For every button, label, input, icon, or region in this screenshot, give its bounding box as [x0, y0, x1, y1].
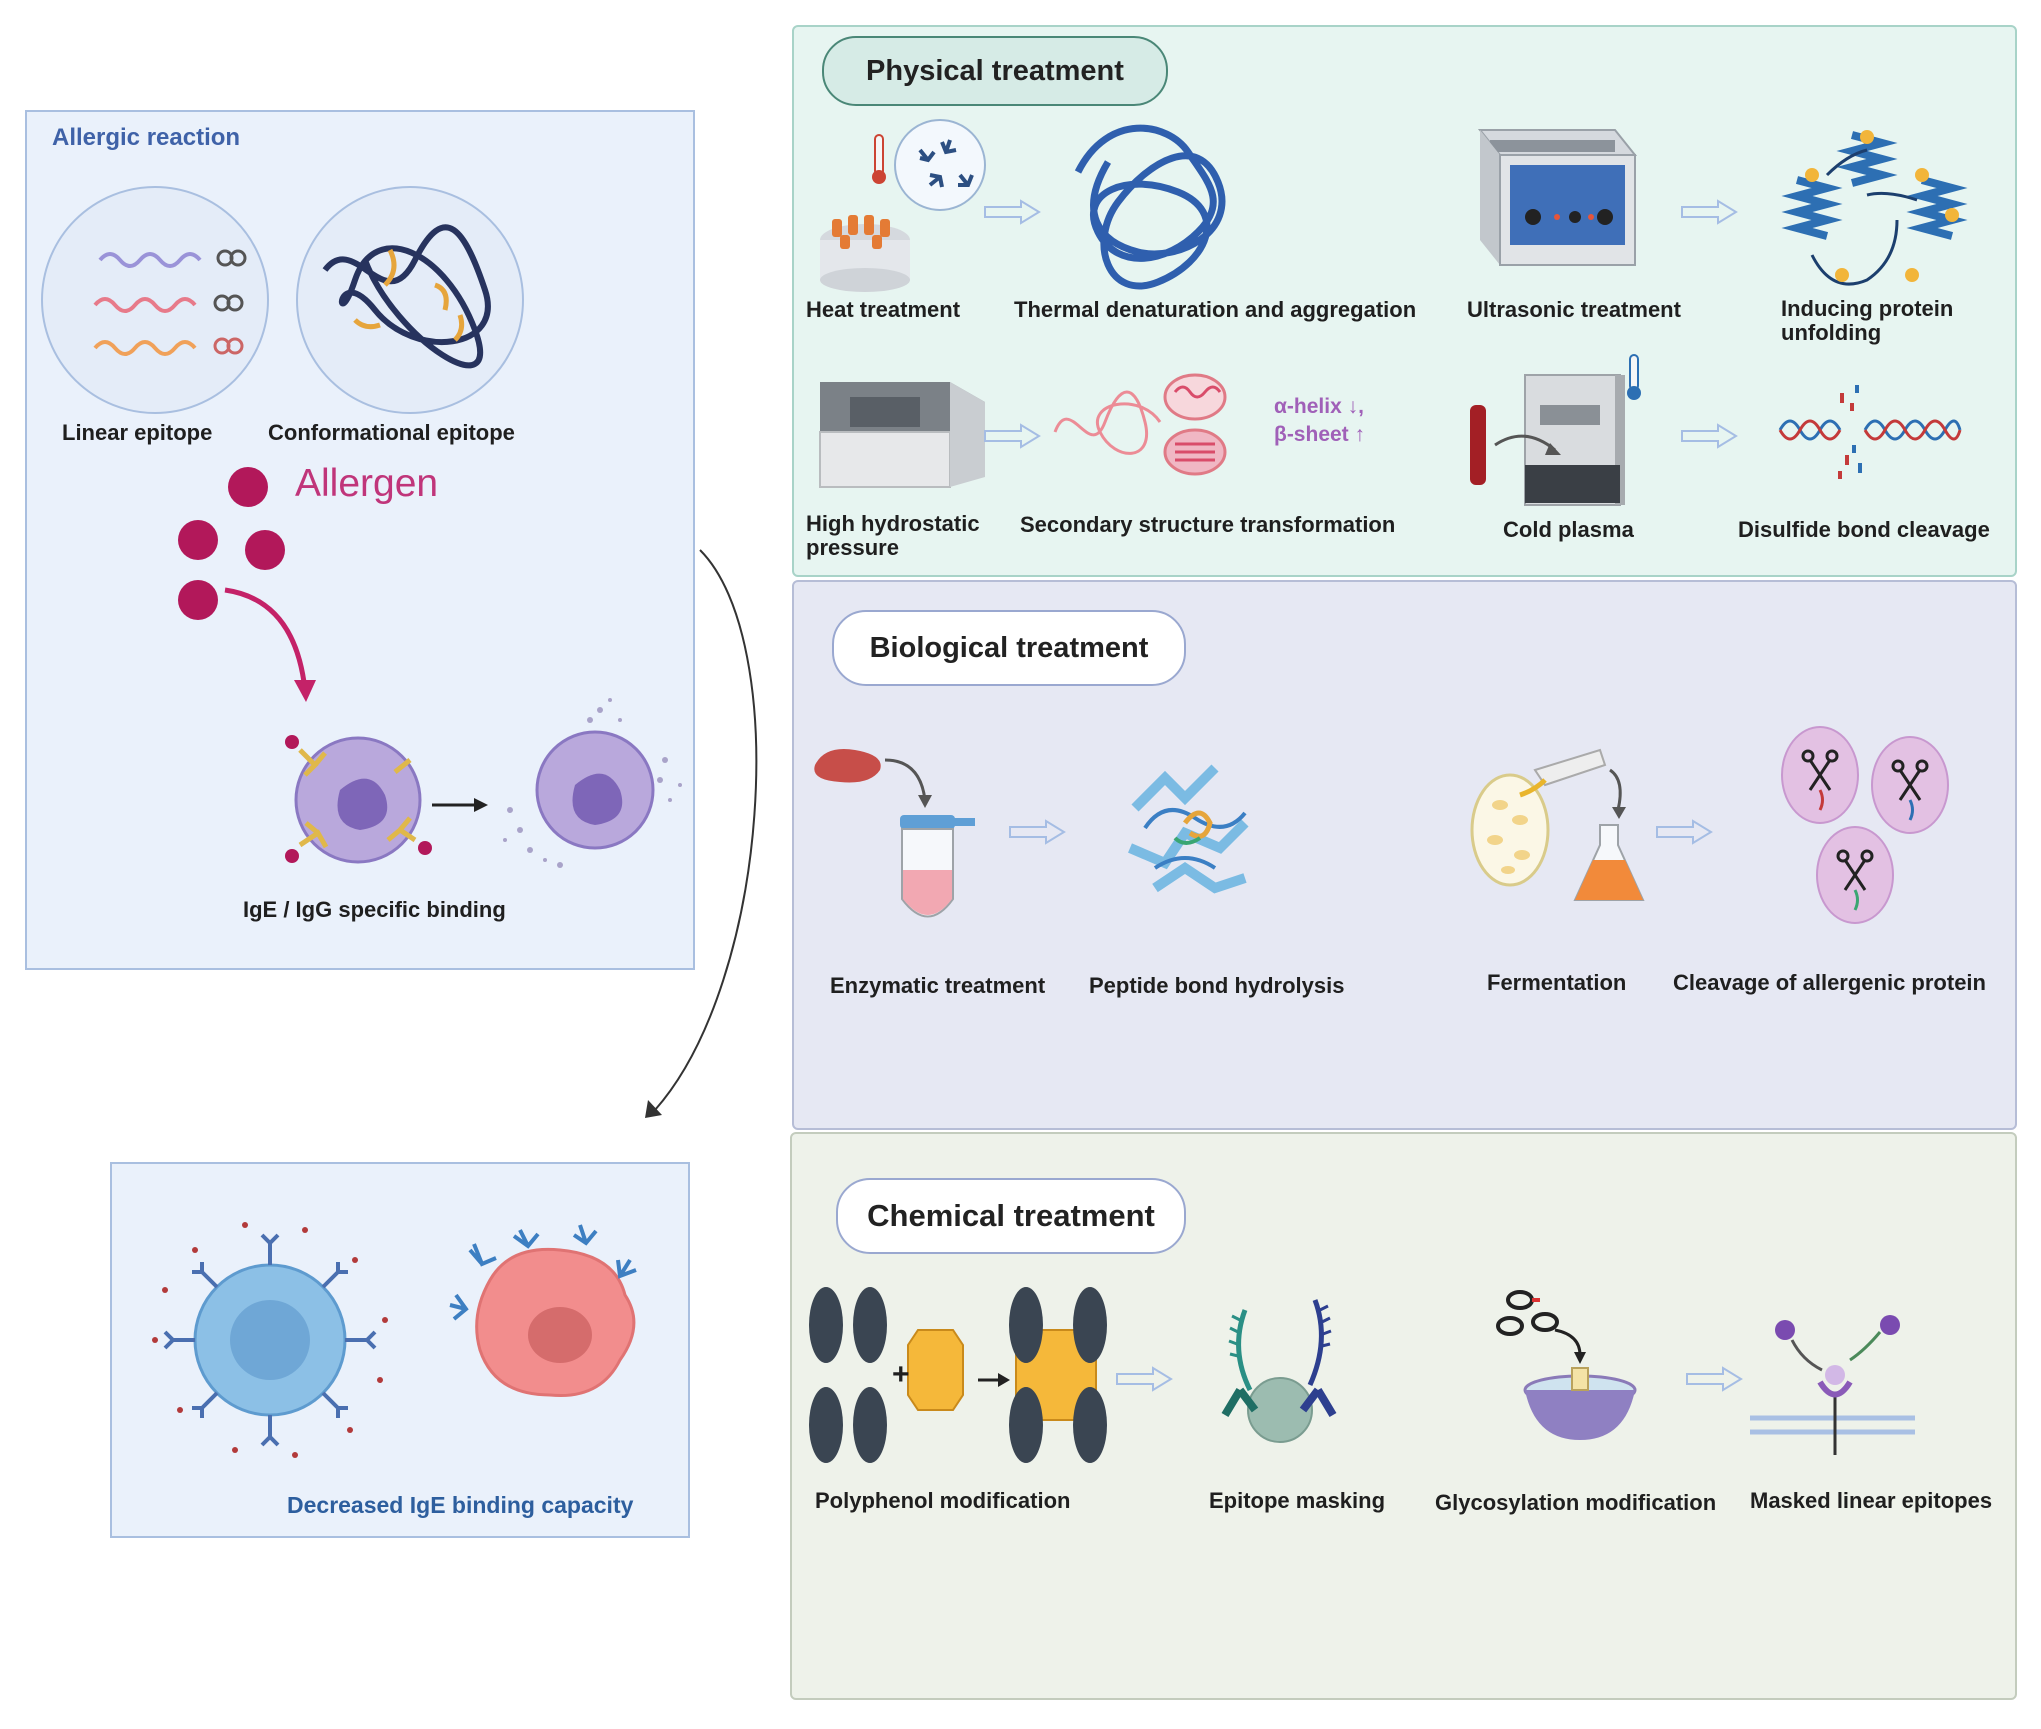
enzymatic-treatment-label: Enzymatic treatment	[830, 973, 1046, 998]
decreased-binding-caption: Decreased IgE binding capacity	[287, 1492, 634, 1518]
cold-plasma-icon	[1470, 354, 1641, 506]
thermal-denaturation-label: Thermal denaturation and aggregation	[1014, 297, 1417, 322]
heat-treatment-icon	[820, 119, 986, 292]
reaction-arrow-icon	[432, 798, 488, 812]
enzymatic-tube-icon	[814, 749, 975, 918]
glycosylation-modification-label: Glycosylation modification	[1435, 1490, 1717, 1515]
connector-curve-icon	[645, 549, 758, 1118]
glycosylation-icon	[1496, 1290, 1637, 1440]
secondary-structure-label: Secondary structure transformation	[1020, 512, 1396, 537]
unfolding-helix-icon	[1781, 130, 1968, 286]
right-arrow-icon-3	[984, 423, 1041, 449]
inducing-unfolding-label: Inducing protein unfolding	[1781, 296, 1954, 345]
conformational-epitope-label: Conformational epitope	[268, 420, 515, 445]
mast-cell-icon	[285, 735, 432, 864]
polyphenol-complex-icon	[1009, 1287, 1107, 1463]
ultrasonic-bath-icon	[1477, 129, 1638, 266]
plus-sign: +	[892, 1358, 910, 1391]
masked-epitopes-icon	[1750, 1315, 1915, 1455]
disulfide-cleavage-label: Disulfide bond cleavage	[1738, 517, 1990, 542]
masked-linear-epitopes-label: Masked linear epitopes	[1750, 1488, 1993, 1513]
physical-treatment-panel	[792, 25, 2017, 577]
chemical-treatment-title: Chemical treatment	[836, 1178, 1186, 1254]
degranulating-cell-icon	[503, 698, 682, 868]
epitope-masking-label: Epitope masking	[1209, 1488, 1386, 1513]
right-arrow-icon-7	[1116, 1366, 1173, 1392]
allergen-cell-icon	[449, 1224, 637, 1398]
helix-note-1: α-helix ↓,	[1274, 395, 1364, 418]
peptide-hydrolysis-icon	[1128, 764, 1249, 894]
polyphenol-reactant-icon	[809, 1287, 1010, 1463]
allergen-label: Allergen	[295, 462, 439, 505]
right-arrow-icon-8	[1686, 1366, 1743, 1392]
cold-plasma-label: Cold plasma	[1503, 517, 1634, 542]
helix-note-2: β-sheet ↑	[1274, 423, 1366, 446]
right-arrow-icon-6	[1656, 819, 1713, 845]
right-arrow-icon-4	[1681, 423, 1738, 449]
disulfide-cleavage-icon	[1778, 385, 1962, 479]
blocked-cell-icon	[152, 1222, 388, 1458]
right-arrow-icon	[984, 199, 1041, 225]
fermentation-icon	[1470, 748, 1645, 901]
right-arrow-icon-2	[1681, 199, 1738, 225]
high-hydrostatic-pressure-label: High hydrostatic pressure	[806, 511, 980, 560]
linear-epitope-label: Linear epitope	[62, 420, 213, 445]
secondary-structure-icon	[1053, 373, 1227, 476]
cleavage-allergenic-label: Cleavage of allergenic protein	[1673, 970, 1986, 995]
fermentation-label: Fermentation	[1487, 970, 1627, 995]
peptide-hydrolysis-label: Peptide bond hydrolysis	[1089, 973, 1345, 998]
polyphenol-modification-label: Polyphenol modification	[815, 1488, 1071, 1513]
allergen-arrow-icon	[224, 587, 316, 702]
heat-treatment-label: Heat treatment	[806, 297, 961, 322]
aggregated-protein-icon	[1074, 124, 1226, 290]
allergic-reaction-title: Allergic reaction	[52, 124, 241, 151]
epitope-masking-icon	[1221, 1299, 1337, 1443]
physical-treatment-title: Physical treatment	[822, 36, 1168, 106]
right-arrow-icon-5	[1009, 819, 1066, 845]
cleaved-protein-icon	[1781, 726, 1949, 924]
conformational-epitope-icon	[296, 186, 524, 414]
linear-epitope-icon	[41, 186, 269, 414]
biological-treatment-title: Biological treatment	[832, 610, 1186, 686]
ultrasonic-treatment-label: Ultrasonic treatment	[1467, 297, 1681, 322]
allergen-dots-icon	[178, 467, 285, 620]
high-pressure-machine-icon	[819, 382, 985, 488]
ige-igg-binding-label: IgE / IgG specific binding	[243, 897, 506, 922]
